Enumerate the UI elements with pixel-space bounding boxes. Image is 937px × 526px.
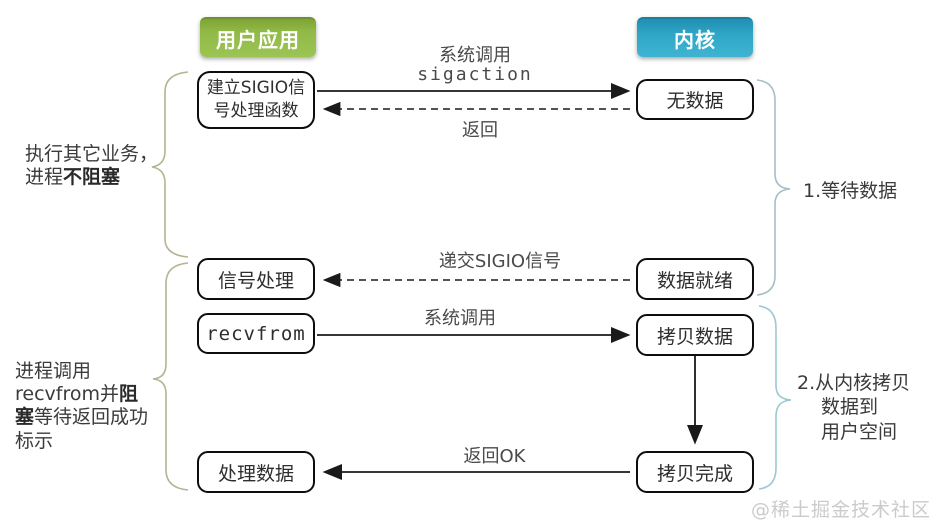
- annotation-copy-to-user: 2.从内核拷贝 数据到 用户空间: [797, 371, 910, 444]
- annotation-blocking-line4: 标示: [15, 429, 54, 452]
- box-copy-data: 拷贝数据: [636, 314, 754, 356]
- brace-left-no-block: [151, 71, 189, 258]
- setup-sigio-line1: 建立SIGIO信: [206, 78, 306, 99]
- annotation-non-blocking: 执行其它业务， 进程不阻塞: [25, 143, 195, 189]
- kernel-header: 内核: [637, 17, 753, 57]
- setup-sigio-line2: 号处理函数: [213, 101, 299, 121]
- watermark-juejin: @稀土掘金技术社区: [750, 499, 931, 521]
- box-recvfrom: recvfrom: [197, 313, 315, 354]
- box-setup-sigio-handler-label: 建立SIGIO信 号处理函数: [207, 77, 305, 123]
- user-app-header: 用户应用: [200, 17, 316, 57]
- brace-right-copy-data: [758, 305, 792, 490]
- annotation-blocking-line1: 进程调用: [15, 360, 92, 382]
- label-syscall-sigaction-line2: sigaction: [417, 64, 533, 85]
- box-copy-done: 拷贝完成: [636, 451, 754, 493]
- label-return: 返回: [462, 120, 498, 141]
- annotation-wait-data: 1.等待数据: [803, 180, 898, 202]
- label-syscall-recvfrom: 系统调用: [424, 308, 496, 329]
- annotation-copy-line1: 2.从内核拷贝: [797, 372, 911, 394]
- annotation-blocking-line3-bold: 塞: [15, 406, 35, 429]
- annotation-blocking-line2-bold: 阻: [119, 383, 139, 406]
- annotation-copy-line2: 数据到: [821, 396, 879, 419]
- box-process-data: 处理数据: [197, 451, 315, 493]
- annotation-blocking-line3: 等待返回成功: [34, 406, 149, 429]
- annotation-blocking-line2: recvfrom并: [15, 383, 119, 406]
- box-data-ready: 数据就绪: [636, 258, 754, 300]
- box-setup-sigio-handler: 建立SIGIO信 号处理函数: [197, 71, 315, 129]
- label-return-ok: 返回OK: [463, 446, 526, 467]
- box-no-data: 无数据: [636, 79, 754, 120]
- label-deliver-sigio-signal: 递交SIGIO信号: [438, 251, 562, 272]
- brace-left-block: [152, 262, 189, 491]
- label-syscall-sigaction-line1: 系统调用: [439, 45, 511, 66]
- annotation-copy-line3: 用户空间: [821, 420, 898, 443]
- box-signal-handler: 信号处理: [197, 258, 315, 300]
- annotation-blocking-recvfrom: 进程调用 recvfrom并阻 塞等待返回成功 标示: [15, 360, 175, 453]
- annotation-non-blocking-bold: 不阻塞: [63, 166, 121, 189]
- annotation-non-blocking-line2: 进程: [25, 166, 64, 189]
- annotation-non-blocking-line1: 执行其它业务，: [25, 143, 159, 165]
- brace-right-wait-data: [756, 79, 791, 296]
